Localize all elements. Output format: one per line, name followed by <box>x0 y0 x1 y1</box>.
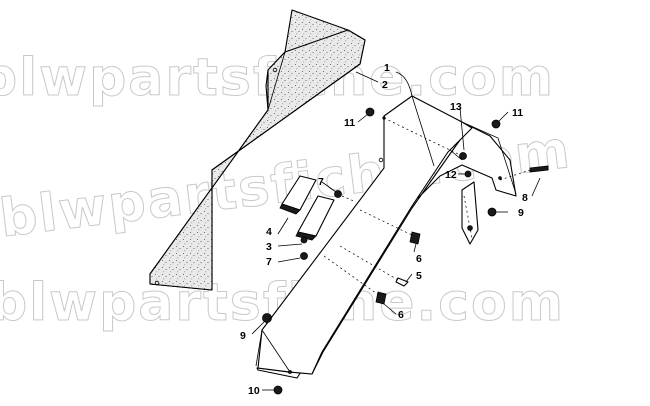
main-panel-part <box>255 95 517 379</box>
callout-labels: 1 2 3 4 5 6 6 7 7 8 9 9 10 11 11 12 13 <box>240 62 528 397</box>
callout-7-top: 7 <box>318 176 324 188</box>
nut-13 <box>459 152 467 160</box>
rivet-5 <box>395 277 409 287</box>
clip-part-3 <box>295 195 335 244</box>
callout-6-top: 6 <box>416 253 422 265</box>
callout-9-right: 9 <box>518 207 524 219</box>
clip-9-right <box>487 207 497 217</box>
callout-11-left: 11 <box>344 117 355 129</box>
callout-10: 10 <box>248 385 260 397</box>
callout-12: 12 <box>445 169 457 181</box>
screw-6-top <box>409 231 421 245</box>
callout-7-bottom: 7 <box>266 256 272 268</box>
nut-7-top <box>334 190 342 198</box>
leader-lines <box>251 71 541 391</box>
callout-3: 3 <box>266 241 272 253</box>
callout-4: 4 <box>266 226 272 238</box>
callout-11-right: 11 <box>512 107 523 119</box>
bolt-8 <box>529 165 549 173</box>
callout-13: 13 <box>450 101 462 113</box>
hardware <box>262 107 549 395</box>
callout-9-left: 9 <box>240 330 246 342</box>
clip-9-left <box>262 313 272 323</box>
nut-10 <box>273 385 283 395</box>
callout-6-bottom: 6 <box>398 309 404 321</box>
callout-8: 8 <box>522 192 528 204</box>
clip-part-4 <box>279 175 317 215</box>
alignment-lines <box>261 117 531 331</box>
callout-1: 1 <box>384 62 390 74</box>
nut-7-bottom <box>300 252 308 260</box>
callout-5: 5 <box>416 270 422 282</box>
bracket-part-12 <box>461 181 479 245</box>
foam-pad-part <box>149 9 366 291</box>
callout-2: 2 <box>382 79 388 91</box>
